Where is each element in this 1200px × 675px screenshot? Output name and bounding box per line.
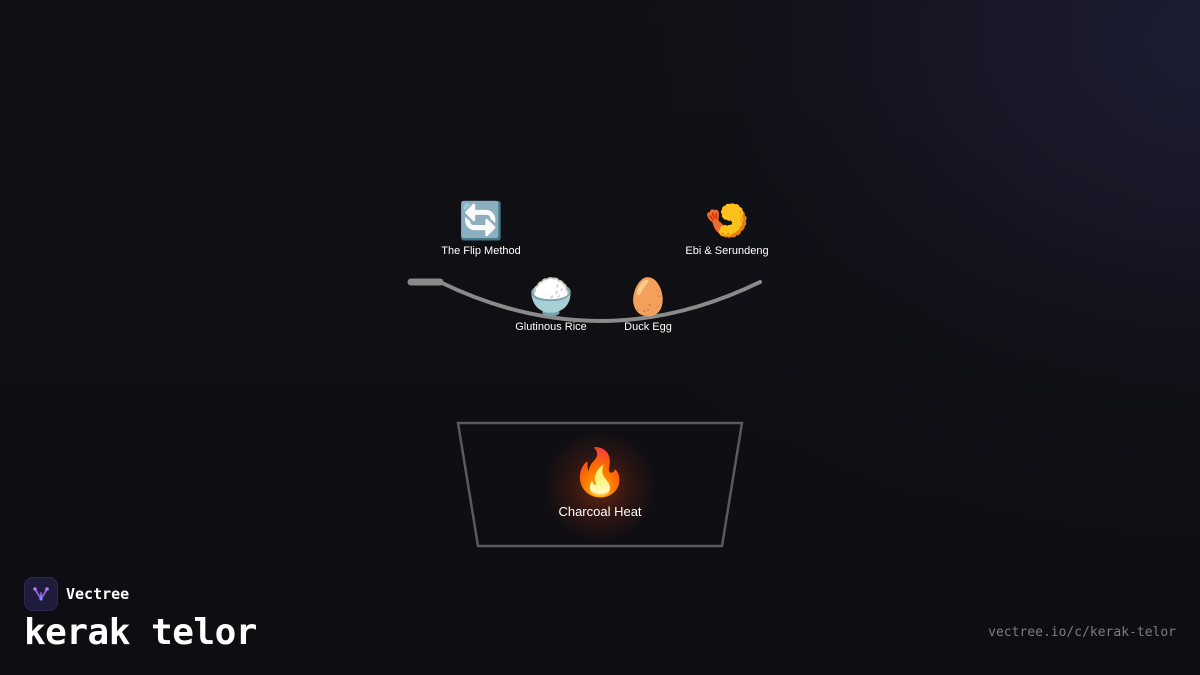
fire-icon: 🔥 (571, 445, 629, 499)
node-ebi-serundeng: 🍤 Ebi & Serundeng (685, 202, 768, 258)
node-charcoal-heat: 🔥 Charcoal Heat (558, 446, 641, 520)
vectree-logo-icon (24, 577, 58, 611)
node-label: Duck Egg (624, 321, 672, 333)
fried-shrimp-icon: 🍤 (704, 201, 750, 242)
node-label: Charcoal Heat (558, 504, 642, 519)
node-glutinous-rice: 🍚 Glutinous Rice (515, 278, 587, 334)
node-label: Ebi & Serundeng (685, 245, 769, 257)
heat-glow (545, 432, 655, 542)
charcoal-brazier (456, 421, 744, 548)
brand-name: Vectree (66, 585, 130, 603)
node-label: The Flip Method (441, 245, 521, 257)
node-duck-egg: 🥚 Duck Egg (624, 278, 672, 334)
counterclockwise-arrows-icon: 🔄 (458, 201, 504, 242)
page-title: kerak telor (24, 612, 257, 653)
wok-pan (438, 280, 762, 323)
page-url[interactable]: vectree.io/c/kerak-telor (988, 625, 1176, 640)
node-label: Glutinous Rice (515, 321, 587, 333)
node-flip-method: 🔄 The Flip Method (441, 202, 520, 258)
rice-bowl-icon: 🍚 (528, 277, 574, 318)
egg-icon: 🥚 (625, 277, 671, 318)
brand[interactable]: Vectree (24, 577, 129, 611)
